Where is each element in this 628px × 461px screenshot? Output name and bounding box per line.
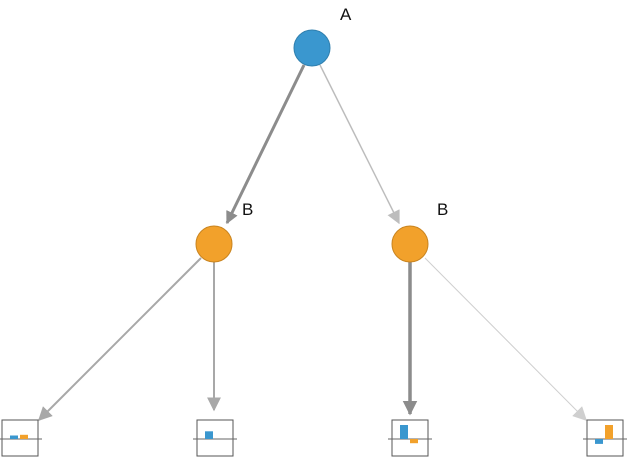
- leaf-bar-orange: [410, 439, 418, 444]
- node-left-child-label: B: [242, 200, 253, 219]
- leaf-bar-blue: [205, 431, 213, 439]
- node-right-child[interactable]: B: [391, 200, 448, 263]
- leaf-bar-blue: [400, 425, 408, 439]
- node-root[interactable]: A: [293, 5, 352, 67]
- node-left-child-circle: [195, 225, 233, 263]
- edge-left-leaf1: [38, 257, 202, 421]
- edge-root-right: [319, 64, 400, 225]
- edge-right-leaf4: [424, 257, 587, 421]
- leaf-bar-blue: [10, 435, 18, 439]
- node-root-label: A: [340, 5, 352, 24]
- leaf-box-4[interactable]: [583, 419, 627, 457]
- leaf-bar-orange: [20, 434, 28, 439]
- leaf-bar-blue: [595, 439, 603, 444]
- leaf-box-2[interactable]: [193, 419, 237, 457]
- node-right-child-label: B: [437, 200, 448, 219]
- leaf-box-1[interactable]: [0, 419, 42, 457]
- leaf-box-border: [391, 419, 429, 457]
- node-right-child-circle: [391, 225, 429, 263]
- node-root-circle: [293, 29, 331, 67]
- leaf-box-3[interactable]: [388, 419, 432, 457]
- edge-root-left: [225, 64, 306, 225]
- leaf-box-border: [196, 419, 234, 457]
- leaf-box-border: [586, 419, 624, 457]
- leaf-bar-orange: [605, 425, 613, 439]
- node-left-child[interactable]: B: [195, 200, 253, 263]
